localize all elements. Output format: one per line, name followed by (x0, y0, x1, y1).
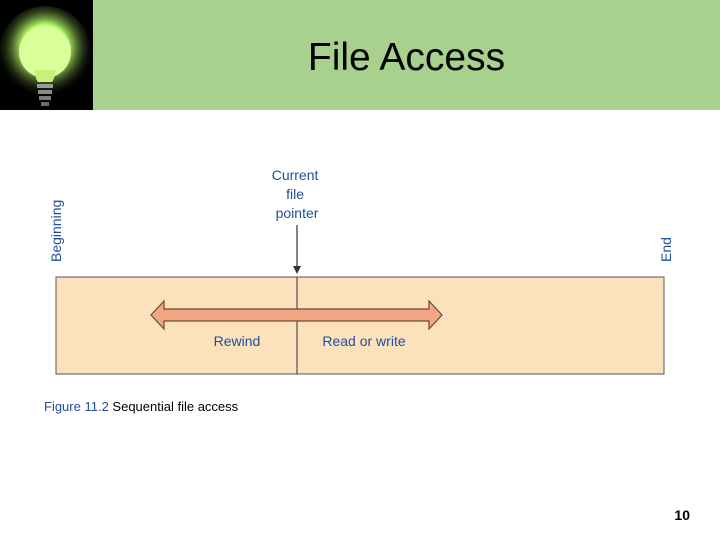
beginning-label: Beginning (48, 200, 64, 262)
pointer-label-line: file (286, 186, 304, 202)
pointer-label-line: Current (272, 167, 319, 183)
slide-title: File Access (307, 36, 506, 79)
figure-number: Figure 11.2 (44, 399, 109, 414)
pointer-arrowhead (293, 266, 301, 274)
file-strip (55, 276, 665, 375)
rewind-read-write-arrow (150, 299, 443, 331)
figure-caption: Figure 11.2 Sequential file access (44, 399, 238, 414)
lightbulb-icon (0, 0, 93, 110)
rewind-label: Rewind (214, 333, 261, 349)
end-label: End (658, 237, 674, 262)
pointer-label-line: pointer (276, 205, 319, 221)
figure-caption-text: Sequential file access (112, 399, 239, 414)
read-write-label: Read or write (322, 333, 405, 349)
page-number: 10 (674, 507, 690, 523)
pointer-label: Current file pointer (272, 167, 323, 221)
slide-header: File Access (0, 0, 720, 110)
